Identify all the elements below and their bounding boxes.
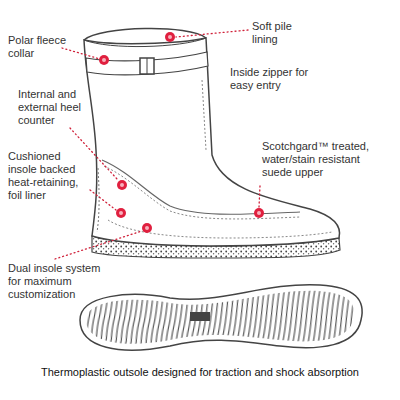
feature-label: Scotchgard™ treated, water/stain resista…: [262, 140, 384, 179]
feature-label: Soft pile lining: [252, 20, 312, 46]
feature-label: Dual insole system for maximum customiza…: [8, 262, 112, 301]
feature-label: Cushioned insole backed heat-retaining, …: [8, 150, 92, 202]
caption: Thermoplastic outsole designed for tract…: [0, 366, 400, 379]
feature-label: Polar fleece collar: [8, 34, 78, 60]
feature-label: Inside zipper for easy entry: [230, 66, 310, 92]
feature-label: Internal and external heel counter: [18, 88, 84, 127]
